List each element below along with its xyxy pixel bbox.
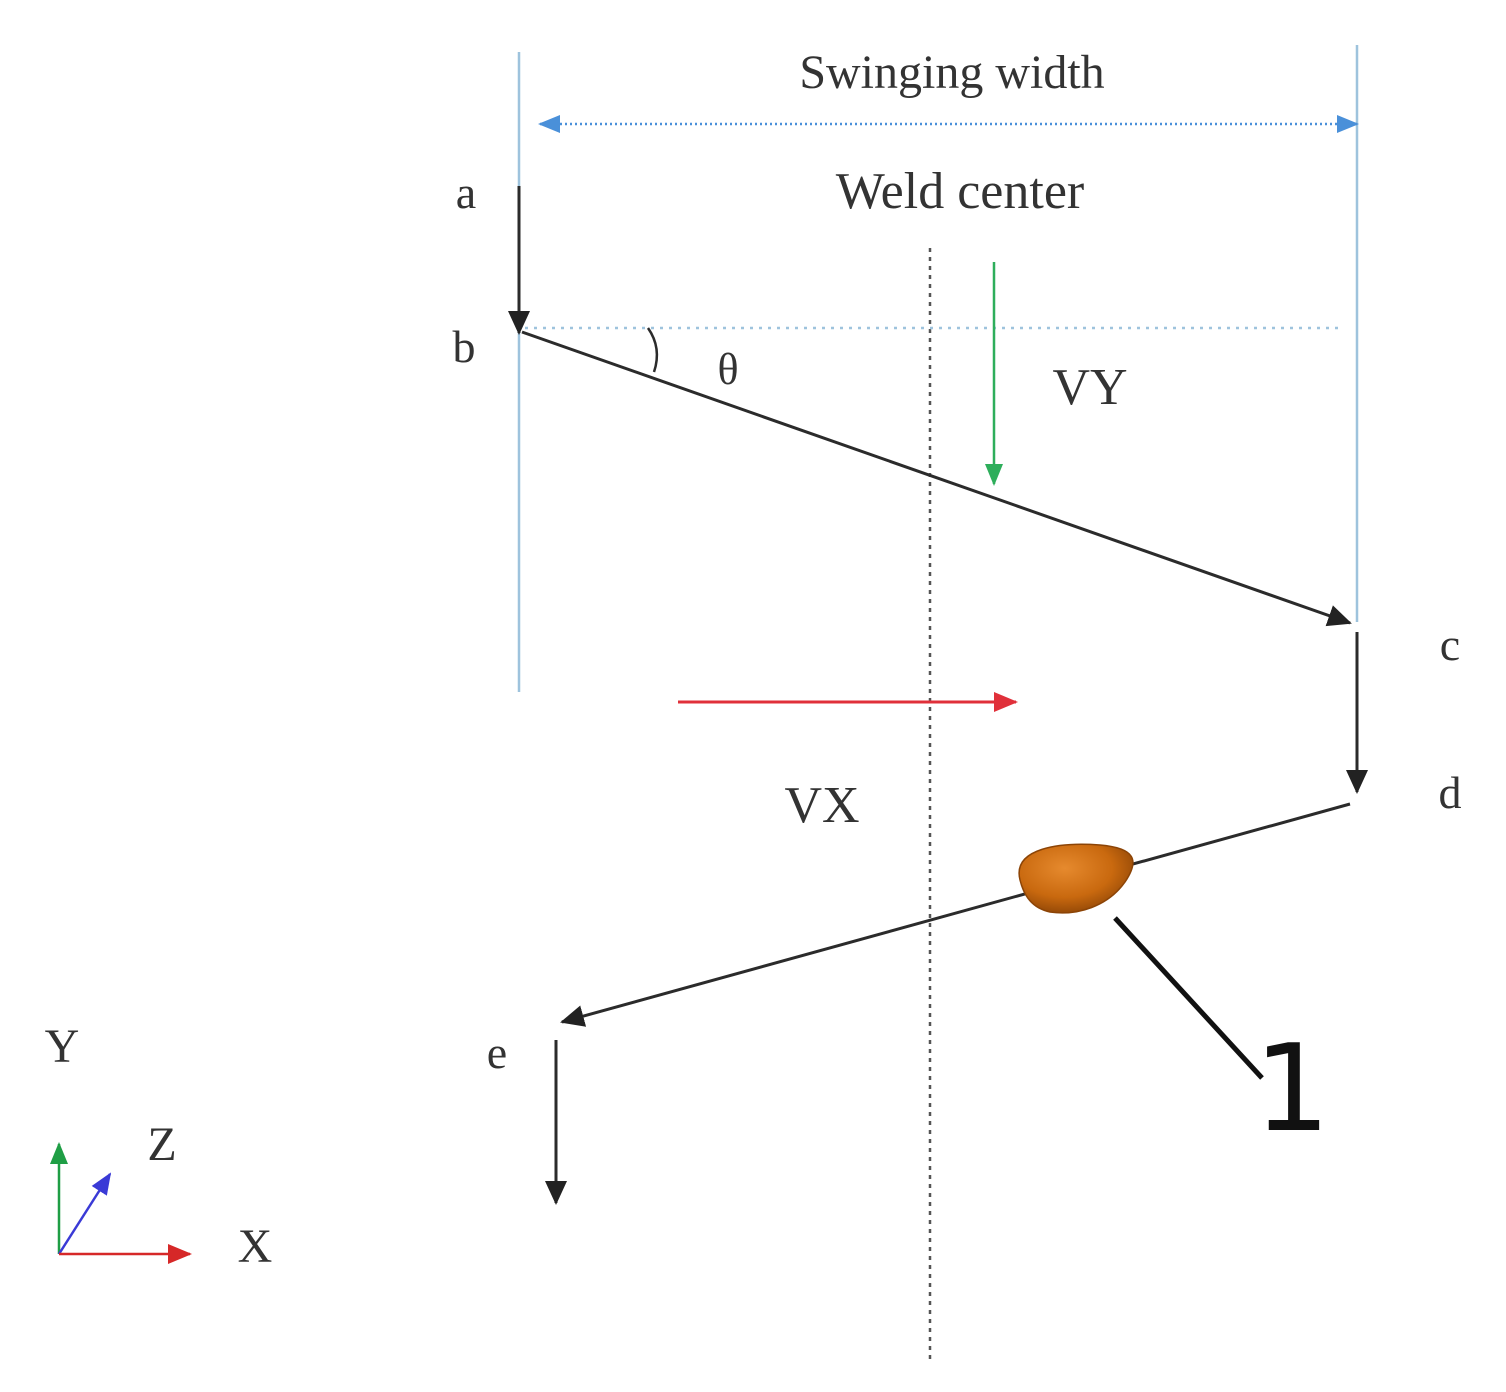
angle-label: θ [717, 345, 738, 394]
axis-x-label: X [238, 1220, 273, 1273]
path-segment-d-e [560, 802, 1351, 1027]
swinging-width-label: Swinging width [799, 46, 1104, 99]
coordinate-axes: Y Z X [45, 1020, 273, 1273]
weld-droplet [1018, 843, 1134, 914]
vy-label: VY [1052, 359, 1127, 416]
axis-z-arrow [57, 1172, 112, 1255]
weld-center-label: Weld center [836, 163, 1084, 220]
point-e-label: e [487, 1027, 507, 1078]
axis-y-label: Y [45, 1020, 80, 1073]
axis-z-label: Z [147, 1118, 176, 1171]
callout-leader-line [1113, 916, 1264, 1080]
angle-arc [646, 327, 659, 373]
path-segment-b-c [521, 330, 1352, 627]
point-b-label: b [453, 321, 476, 372]
callout-number: 1 [1254, 1020, 1330, 1159]
point-d-label: d [1439, 767, 1462, 818]
point-a-label: a [456, 167, 476, 218]
point-c-label: c [1440, 619, 1460, 670]
vx-label: VX [784, 777, 859, 834]
